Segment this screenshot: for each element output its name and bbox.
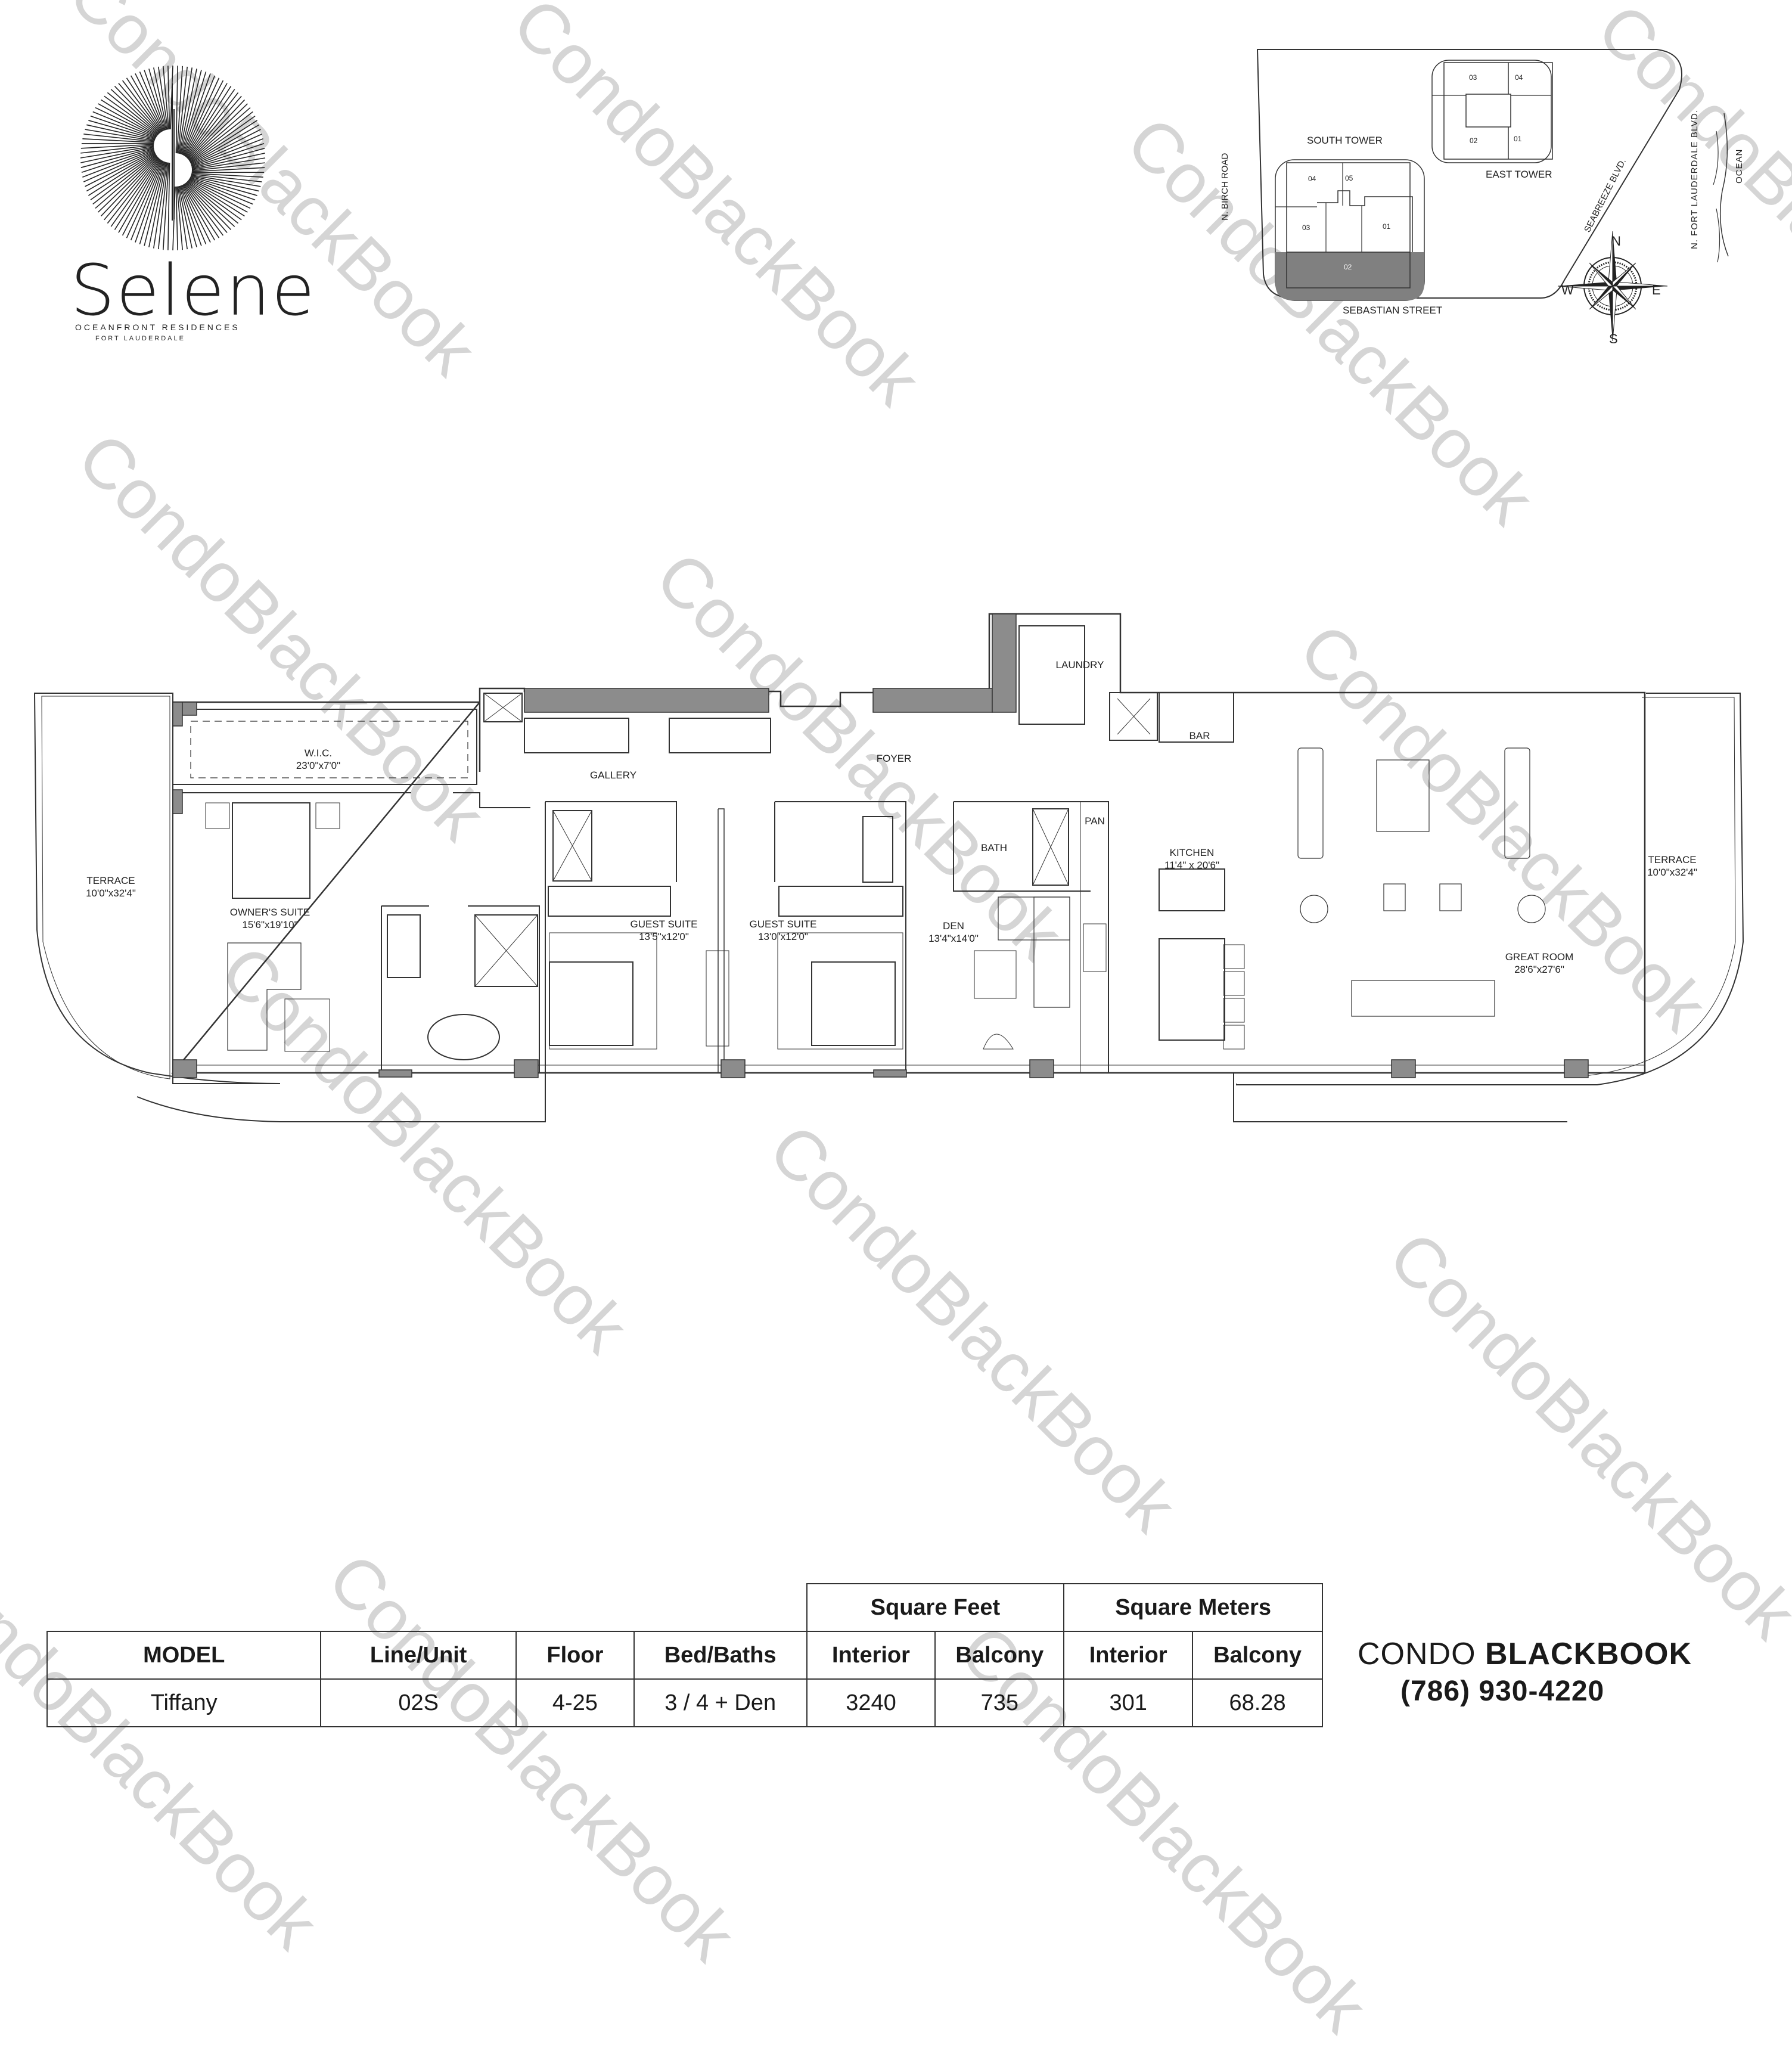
table-row: Tiffany 02S 4-25 3 / 4 + Den 3240 735 30… [47,1679,1322,1727]
room-terrace-right: TERRACE 10'0"x32'4" [1647,854,1697,879]
header-model: MODEL [47,1631,321,1679]
room-guest-suite-1: GUEST SUITE 13'5"x12'0" [630,918,697,943]
brand-phone[interactable]: (786) 930-4220 [1400,1675,1604,1708]
room-great-room: GREAT ROOM 28'6"x27'6" [1505,951,1574,976]
cell-model: Tiffany [47,1679,321,1727]
cell-line-unit: 02S [321,1679,516,1727]
header-sqm-balcony: Balcony [1192,1631,1322,1679]
cell-sqft-interior: 3240 [807,1679,936,1727]
header-sqft-balcony: Balcony [935,1631,1064,1679]
header-row: MODEL Line/Unit Floor Bed/Baths Interior… [47,1631,1322,1679]
group-header-sqm: Square Meters [1064,1584,1322,1631]
cell-sqm-interior: 301 [1064,1679,1192,1727]
header-bed-baths: Bed/Baths [634,1631,807,1679]
room-terrace-left: TERRACE 10'0"x32'4" [86,874,136,899]
cell-sqft-balcony: 735 [935,1679,1064,1727]
cell-sqm-balcony: 68.28 [1192,1679,1322,1727]
floor-plan-drawing [0,0,1792,1162]
room-wic: W.I.C. 23'0"x7'0" [296,747,340,772]
spec-table: Square Feet Square Meters MODEL Line/Uni… [46,1583,1323,1727]
room-gallery: GALLERY [590,769,636,781]
room-guest-suite-2: GUEST SUITE 13'0"x12'0" [749,918,816,943]
brand-name: CONDO BLACKBOOK [1358,1636,1692,1672]
room-den: DEN 13'4"x14'0" [928,920,979,945]
watermark: CondoBlackBook [753,1109,1192,1547]
room-kitchen: KITCHEN 11'4" x 20'6" [1164,846,1219,871]
brand-name-light: CONDO [1358,1637,1476,1671]
group-header-sqft: Square Feet [807,1584,1064,1631]
header-sqm-interior: Interior [1064,1631,1192,1679]
brand-name-bold: BLACKBOOK [1485,1637,1692,1671]
group-header-row: Square Feet Square Meters [47,1584,1322,1631]
room-foyer: FOYER [877,752,912,765]
room-owners-suite: OWNER'S SUITE 15'6"x19'10" [230,906,310,931]
room-pantry: PAN [1085,815,1105,827]
header-floor: Floor [516,1631,634,1679]
watermark: CondoBlackBook [1373,1216,1792,1655]
header-sqft-interior: Interior [807,1631,936,1679]
cell-floor: 4-25 [516,1679,634,1727]
cell-bed-baths: 3 / 4 + Den [634,1679,807,1727]
room-bath: BATH [981,842,1007,854]
room-bar: BAR [1190,730,1210,742]
header-line-unit: Line/Unit [321,1631,516,1679]
room-laundry: LAUNDRY [1056,659,1104,671]
